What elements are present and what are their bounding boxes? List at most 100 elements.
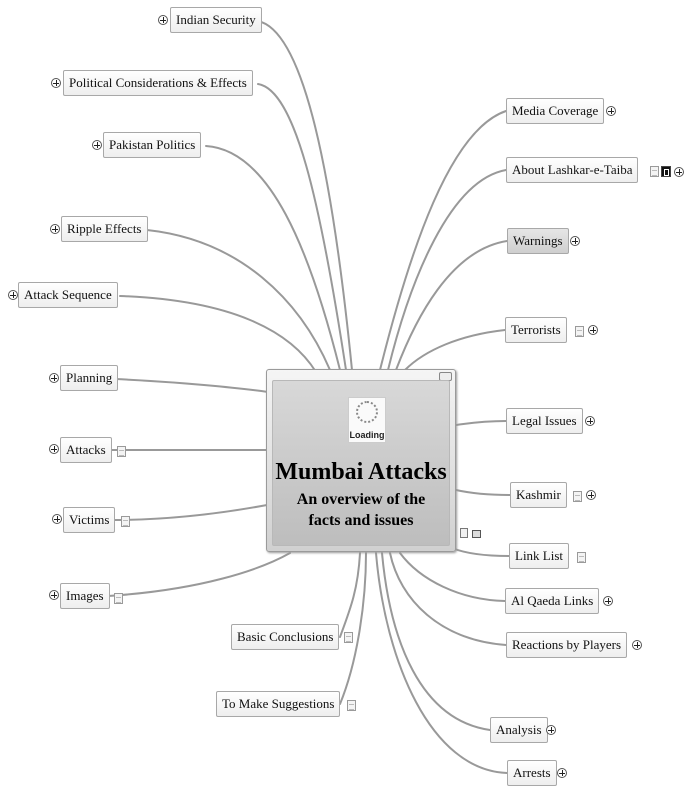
link-link-list — [451, 547, 510, 557]
link-attack-sequence — [119, 295, 317, 373]
link-kashmir — [455, 489, 511, 496]
topic-label: About Lashkar-e-Taiba — [512, 162, 633, 177]
central-title: Mumbai Attacks — [275, 459, 447, 485]
topic-attacks[interactable]: Attacks — [60, 437, 112, 463]
expand-icon[interactable] — [570, 236, 580, 246]
topic-attack-sequence[interactable]: Attack Sequence — [18, 282, 118, 308]
central-subtitle: An overview of the facts and issues — [296, 491, 426, 529]
topic-legal-issues[interactable]: Legal Issues — [506, 408, 583, 434]
link-about-lashkar — [387, 169, 507, 371]
topic-about-lashkar-e-taiba[interactable]: About Lashkar-e-Taiba — [506, 157, 639, 183]
link-legal-issues — [455, 420, 507, 426]
link-terrorists — [404, 329, 506, 371]
topic-label: Link List — [515, 548, 564, 563]
expand-icon[interactable] — [586, 490, 596, 500]
topic-label: Basic Conclusions — [237, 629, 334, 644]
expand-icon[interactable] — [585, 416, 595, 426]
note-icon[interactable] — [117, 446, 126, 457]
note-icon[interactable] — [347, 700, 356, 711]
expand-icon[interactable] — [8, 290, 18, 300]
expand-icon[interactable] — [49, 590, 59, 600]
topic-label: Pakistan Politics — [109, 137, 196, 152]
link-planning — [114, 378, 269, 393]
note-icon[interactable] — [344, 632, 353, 643]
topic-label: Victims — [69, 512, 110, 527]
link-reactions — [389, 552, 507, 646]
note-icon[interactable] — [575, 326, 584, 337]
topic-pakistan-politics[interactable]: Pakistan Politics — [103, 132, 202, 158]
topic-analysis[interactable]: Analysis — [490, 717, 548, 743]
topic-label: Analysis — [496, 722, 542, 737]
link-al-qaeda — [399, 552, 506, 602]
topic-images[interactable]: Images — [60, 583, 110, 609]
topic-to-make-suggestions[interactable]: To Make Suggestions — [216, 691, 341, 717]
expand-icon[interactable] — [557, 768, 567, 778]
topic-label: Legal Issues — [512, 413, 577, 428]
topic-political-considerations[interactable]: Political Considerations & Effects — [63, 70, 253, 96]
topic-arrests[interactable]: Arrests — [507, 760, 557, 786]
loading-label: Loading — [349, 430, 385, 440]
expand-icon[interactable] — [674, 167, 684, 177]
topic-victims[interactable]: Victims — [63, 507, 116, 533]
link-arrests — [375, 552, 508, 774]
topic-planning[interactable]: Planning — [60, 365, 119, 391]
topic-reactions-by-players[interactable]: Reactions by Players — [506, 632, 628, 658]
topic-label: Warnings — [513, 233, 563, 248]
topic-label: Attacks — [66, 442, 106, 457]
topic-terrorists[interactable]: Terrorists — [505, 317, 567, 343]
note-icon[interactable] — [121, 516, 130, 527]
link-to-make-suggestions — [339, 552, 367, 705]
topic-label: Planning — [66, 370, 113, 385]
expand-icon[interactable] — [51, 78, 61, 88]
link-political-considerations — [257, 83, 347, 371]
topic-label: Arrests — [513, 765, 551, 780]
note-icon[interactable] — [114, 593, 123, 604]
note-icon[interactable] — [650, 166, 659, 177]
topic-indian-security[interactable]: Indian Security — [170, 7, 262, 33]
topic-basic-conclusions[interactable]: Basic Conclusions — [231, 624, 340, 650]
loading-image: Loading — [348, 397, 386, 443]
topic-media-coverage[interactable]: Media Coverage — [506, 98, 605, 124]
topic-label: Reactions by Players — [512, 637, 622, 652]
topic-label: Ripple Effects — [67, 221, 142, 236]
link-pakistan-politics — [205, 145, 341, 371]
link-images — [107, 552, 291, 597]
topic-label: Kashmir — [516, 487, 561, 502]
note-icon[interactable] — [577, 552, 586, 563]
topic-al-qaeda-links[interactable]: Al Qaeda Links — [505, 588, 600, 614]
expand-icon[interactable] — [158, 15, 168, 25]
expand-icon[interactable] — [92, 140, 102, 150]
link-ripple-effects — [146, 229, 331, 371]
link-victims — [112, 504, 268, 521]
expand-icon[interactable] — [603, 596, 613, 606]
topic-label: Images — [66, 588, 104, 603]
note-icon[interactable] — [460, 528, 468, 538]
central-topic[interactable]: Loading Mumbai Attacks An overview of th… — [266, 369, 456, 552]
topic-warnings[interactable]: Warnings — [507, 228, 569, 254]
topic-label: Indian Security — [176, 12, 256, 27]
expand-icon[interactable] — [632, 640, 642, 650]
link-indian-security — [257, 20, 353, 371]
expand-icon[interactable] — [546, 725, 556, 735]
attachment-icon[interactable] — [472, 530, 481, 538]
topic-label: Media Coverage — [512, 103, 599, 118]
topic-ripple-effects[interactable]: Ripple Effects — [61, 216, 148, 242]
loading-spinner-icon — [356, 401, 378, 423]
topic-label: Political Considerations & Effects — [69, 75, 247, 90]
expand-icon[interactable] — [588, 325, 598, 335]
note-icon[interactable] — [573, 491, 582, 502]
expand-icon[interactable] — [52, 514, 62, 524]
expand-icon[interactable] — [49, 373, 59, 383]
link-media-coverage — [379, 110, 507, 371]
attachment-icon[interactable] — [661, 166, 671, 177]
expand-icon[interactable] — [49, 444, 59, 454]
topic-kashmir[interactable]: Kashmir — [510, 482, 567, 508]
topic-label: Al Qaeda Links — [511, 593, 594, 608]
topic-link-list[interactable]: Link List — [509, 543, 570, 569]
central-topic-body: Loading Mumbai Attacks An overview of th… — [272, 380, 450, 546]
topic-label: To Make Suggestions — [222, 696, 335, 711]
expand-icon[interactable] — [50, 224, 60, 234]
link-basic-conclusions — [339, 552, 361, 638]
expand-icon[interactable] — [606, 106, 616, 116]
